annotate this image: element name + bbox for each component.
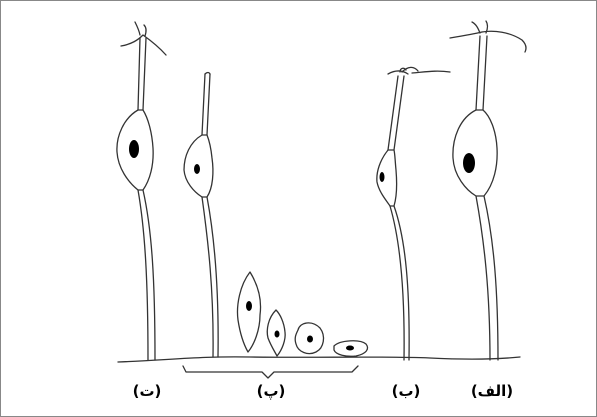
label-pe: (پ) xyxy=(257,382,286,400)
label-te: (ت) xyxy=(133,382,162,400)
neuron-pe-process xyxy=(207,74,210,135)
neuron-alef-nucleus xyxy=(463,153,475,173)
basal-cell-4-nucleus xyxy=(346,346,354,351)
neuron-te-dendrite xyxy=(144,25,146,36)
neuron-pe-process xyxy=(202,74,205,135)
neuron-te-axon xyxy=(143,190,155,360)
neuron-alef-dendrite xyxy=(450,32,482,38)
basal-cell-3-nucleus xyxy=(307,336,313,343)
neuron-alef-process xyxy=(476,36,480,110)
neuron-te-dendrite xyxy=(121,35,166,55)
neuron-be-nucleus xyxy=(380,172,385,182)
neuron-pe-large xyxy=(184,73,218,358)
neuron-be-axon xyxy=(390,206,404,360)
neuron-te-nucleus xyxy=(129,140,139,158)
neuron-te-process xyxy=(138,38,140,110)
neuron-alef-axon xyxy=(476,196,490,360)
neuron-alef-soma xyxy=(453,110,497,196)
neuron-be xyxy=(377,67,450,360)
neuron-be-process xyxy=(388,76,398,150)
neuron-alef-dendrite xyxy=(472,22,480,33)
neuron-be-process xyxy=(394,76,404,150)
bracket xyxy=(183,366,358,378)
basal-cell-2-nucleus xyxy=(275,331,280,338)
neuron-te-axon xyxy=(138,190,148,360)
neuron-te-dendrite xyxy=(135,22,140,35)
label-be: (ب) xyxy=(392,382,421,400)
basal-cell-1 xyxy=(238,272,261,352)
neuron-alef xyxy=(450,21,526,360)
basal-cell-1-nucleus xyxy=(246,301,252,311)
neuron-pe-process xyxy=(205,73,210,75)
baseline xyxy=(118,357,520,362)
neuron-alef-dendrite xyxy=(486,21,488,33)
label-alef: (الف) xyxy=(471,382,513,400)
neuron-alef-dendrite xyxy=(482,31,526,52)
neuron-te xyxy=(117,22,166,360)
neuron-be-dendrite xyxy=(388,71,408,74)
neuron-alef-process xyxy=(483,36,487,110)
neuron-pe-nucleus xyxy=(194,164,200,174)
neuron-te-process xyxy=(143,38,146,110)
